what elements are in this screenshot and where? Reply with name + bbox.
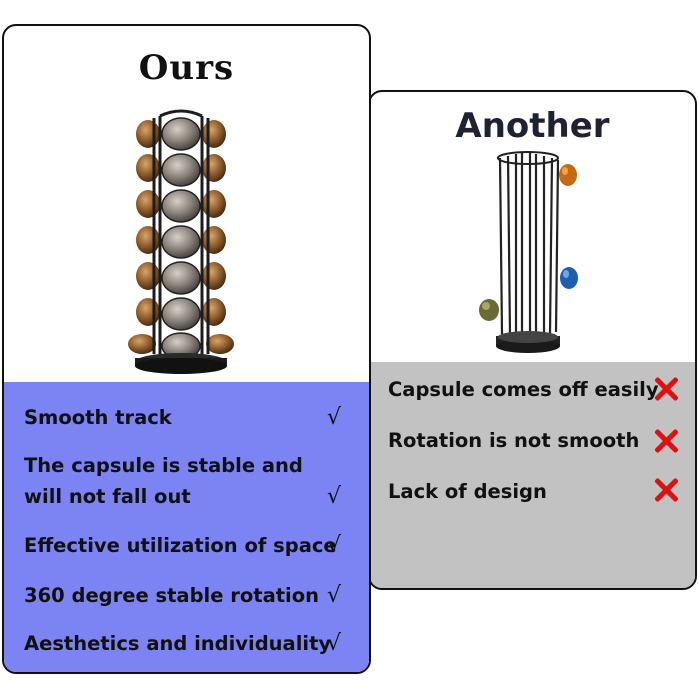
check-icon: √ — [326, 405, 341, 430]
ours-feature-row: Smooth track √ — [4, 402, 369, 433]
check-icon: √ — [326, 484, 341, 509]
another-title: Another — [455, 106, 610, 146]
ours-feature-text: Effective utilization of space — [24, 534, 337, 557]
another-feature-text: Rotation is not smooth — [388, 429, 640, 452]
another-feature-row: Lack of design — [370, 476, 695, 507]
check-icon: √ — [326, 533, 341, 558]
another-feature-text: Lack of design — [388, 480, 547, 503]
check-icon: √ — [326, 631, 341, 656]
capsule-tower-image — [128, 109, 234, 374]
another-feature-row: Rotation is not smooth — [370, 425, 695, 456]
another-features-panel: Capsule comes off easily Rotation is not… — [370, 362, 695, 588]
ours-features-panel: Smooth track √ The capsule is stable and… — [4, 382, 369, 672]
another-feature-row: Capsule comes off easily — [370, 374, 695, 405]
ours-feature-text: The capsule is stable and — [24, 454, 303, 477]
green-capsule-image — [479, 299, 499, 321]
ours-feature-text-line2: will not fall out — [24, 485, 191, 508]
blue-capsule-image — [560, 267, 578, 289]
ours-title: Ours — [138, 48, 235, 88]
our-product-card: Ours — [2, 24, 371, 674]
ours-feature-text: 360 degree stable rotation — [24, 584, 320, 607]
ours-feature-row: Effective utilization of space √ — [4, 530, 369, 561]
ours-feature-text: Smooth track — [24, 406, 172, 429]
another-feature-text: Capsule comes off easily — [388, 378, 659, 401]
red-cross-icon — [653, 477, 679, 503]
ours-feature-row: Aesthetics and individuality √ — [4, 628, 369, 659]
ours-feature-row: The capsule is stable and will not fall … — [4, 450, 369, 514]
another-product-card: Another Capsul — [368, 90, 697, 590]
check-icon: √ — [326, 583, 341, 608]
red-cross-icon — [653, 428, 679, 454]
orange-capsule-image — [559, 164, 577, 186]
ours-feature-row: 360 degree stable rotation √ — [4, 580, 369, 611]
competitor-capsule-rack-image — [496, 151, 560, 353]
red-cross-icon — [653, 376, 679, 402]
ours-feature-text: Aesthetics and individuality — [24, 632, 332, 655]
